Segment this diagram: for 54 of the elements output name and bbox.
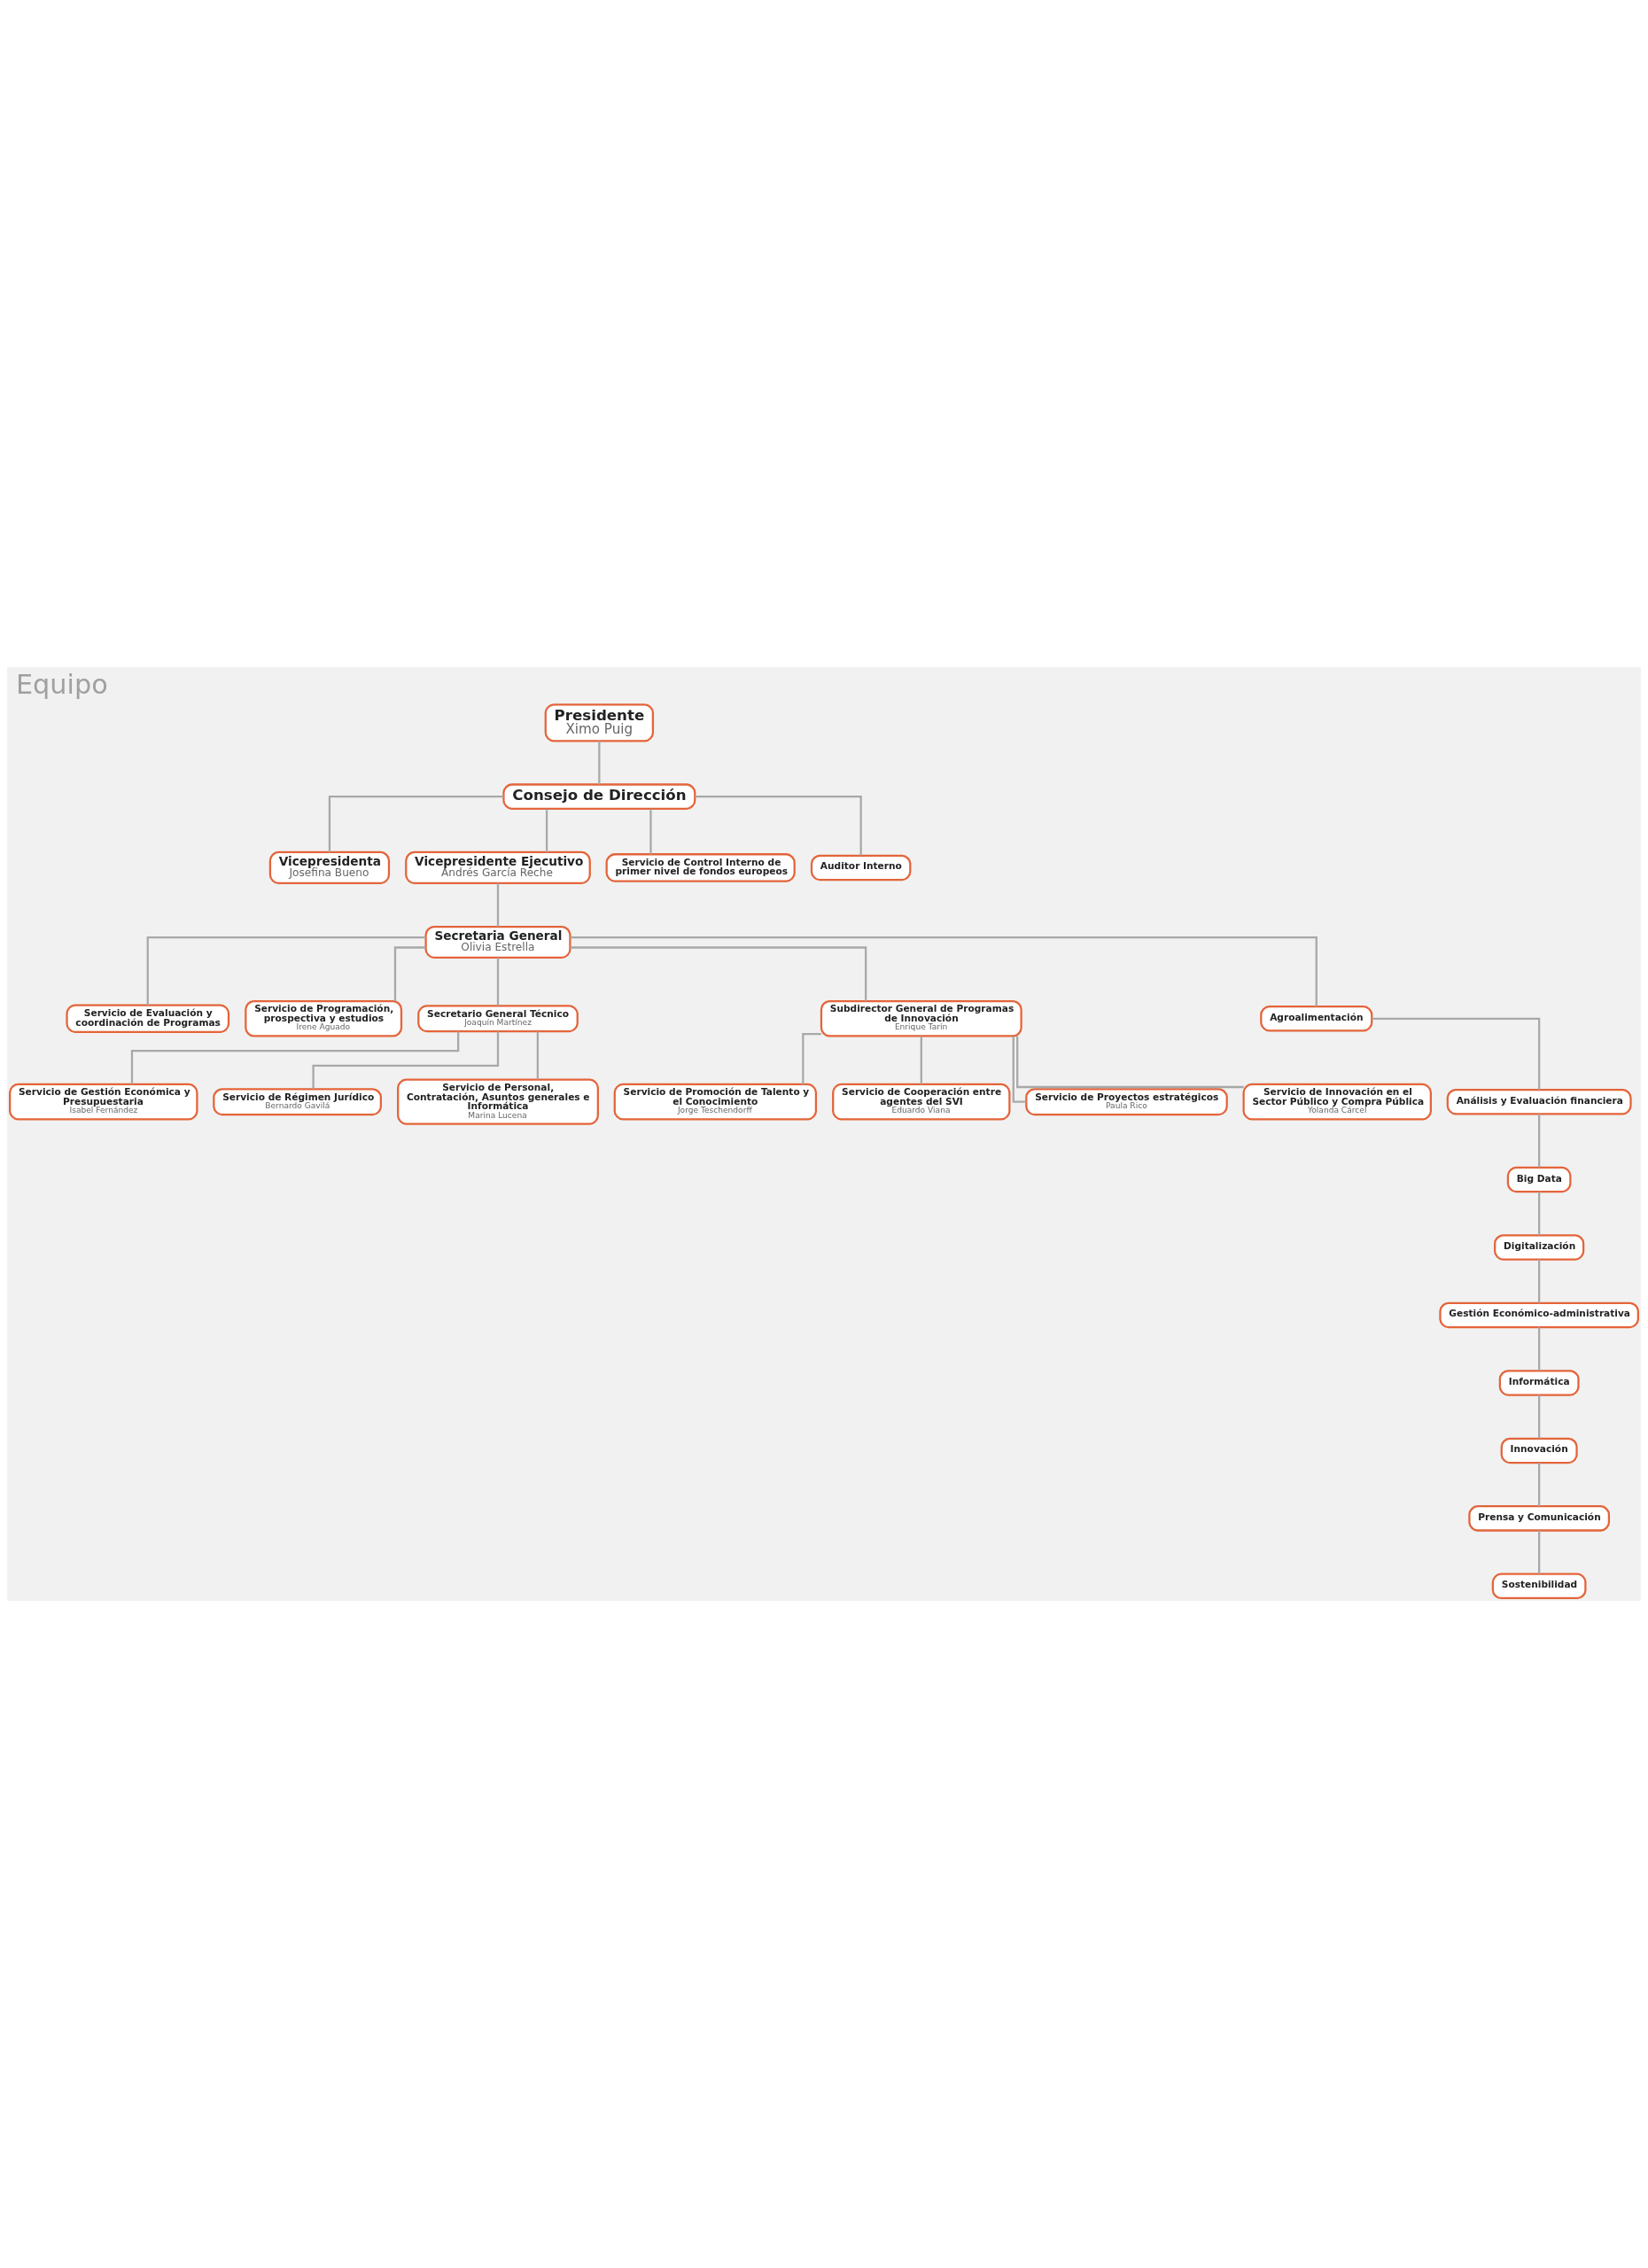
connector — [1538, 1530, 1541, 1574]
connector — [545, 809, 548, 852]
connector — [328, 796, 504, 852]
node-box: Análisis y Evaluación financiera — [1446, 1088, 1632, 1115]
connector — [130, 1031, 460, 1084]
node-box: Innovación — [1500, 1437, 1578, 1464]
node-box: Agroalimentación — [1260, 1006, 1373, 1032]
node-box: Informática — [1498, 1370, 1580, 1396]
connector — [312, 1031, 500, 1090]
connector — [598, 741, 601, 785]
node-box: Auditor Interno — [810, 854, 912, 882]
node-box: Servicio de Gestión Económica y Presupuestaria Isabel Fernández — [9, 1083, 198, 1121]
node-box: Servicio de Proyectos estratégicos Paula Rico — [1025, 1088, 1228, 1116]
node-box: Servicio de Evaluación y coordinación de Programas — [66, 1004, 230, 1034]
node-box: Consejo de Dirección — [502, 783, 696, 810]
node-box: Servicio de Régimen Jurídico Bernardo Gavilá — [213, 1088, 382, 1116]
node-box: Digitalización — [1494, 1234, 1585, 1261]
connector — [1538, 1259, 1541, 1303]
connector — [802, 1033, 821, 1084]
node-box: Prensa y Comunicación — [1468, 1505, 1611, 1532]
connector — [1538, 1114, 1541, 1168]
connector — [1538, 1463, 1541, 1507]
connector — [570, 946, 867, 1001]
node-box: Servicio de Promoción de Talento y el Conocimiento Jorge Teschendorff — [613, 1083, 818, 1121]
connector — [496, 883, 500, 927]
connector — [536, 1031, 539, 1080]
node-box: Secretario General Técnico Joaquín Martínez — [417, 1005, 579, 1033]
node-box: Sostenibilidad — [1491, 1573, 1587, 1600]
diagram-title: Equipo — [16, 669, 108, 701]
connector — [1538, 1394, 1541, 1439]
connector — [1016, 1036, 1244, 1089]
connector — [496, 957, 500, 1006]
connector — [1538, 1192, 1541, 1236]
connector — [920, 1036, 922, 1084]
connector — [1012, 1036, 1027, 1103]
connector — [649, 809, 652, 855]
connector — [146, 936, 426, 1006]
connector — [1372, 1017, 1541, 1090]
node-box: Gestión Económico-administrativa — [1439, 1301, 1639, 1329]
node-box: Subdirector General de Programas de Innovación Enrique Tarín — [820, 999, 1022, 1037]
node-box: Presidente Ximo Puig — [544, 703, 655, 742]
connector — [1538, 1327, 1541, 1371]
node-box: Servicio de Personal, Contratación, Asuntos generales e Informática Marina Lucena — [397, 1078, 599, 1125]
node-box: Secretaria General Olivia Estrella — [424, 925, 571, 959]
node-box: Vicepresidenta Josefina Bueno — [268, 850, 391, 884]
connector — [695, 796, 862, 856]
node-box: Big Data — [1506, 1166, 1572, 1193]
node-box: Vicepresidente Ejecutivo Andrés García Reche — [405, 850, 591, 884]
node-box: Servicio de Cooperación entre agentes del SVI Eduardo Viana — [832, 1083, 1011, 1121]
node-box: Servicio de Control Interno de primer nivel de fondos europeos — [605, 853, 796, 882]
node-box: Servicio de Programación, prospectiva y estudios Irene Aguado — [245, 999, 403, 1037]
connector — [570, 936, 1318, 1007]
node-box: Servicio de Innovación en el Sector Público y Compra Pública Yolanda Cárcel — [1242, 1083, 1432, 1121]
connector — [393, 946, 426, 1001]
